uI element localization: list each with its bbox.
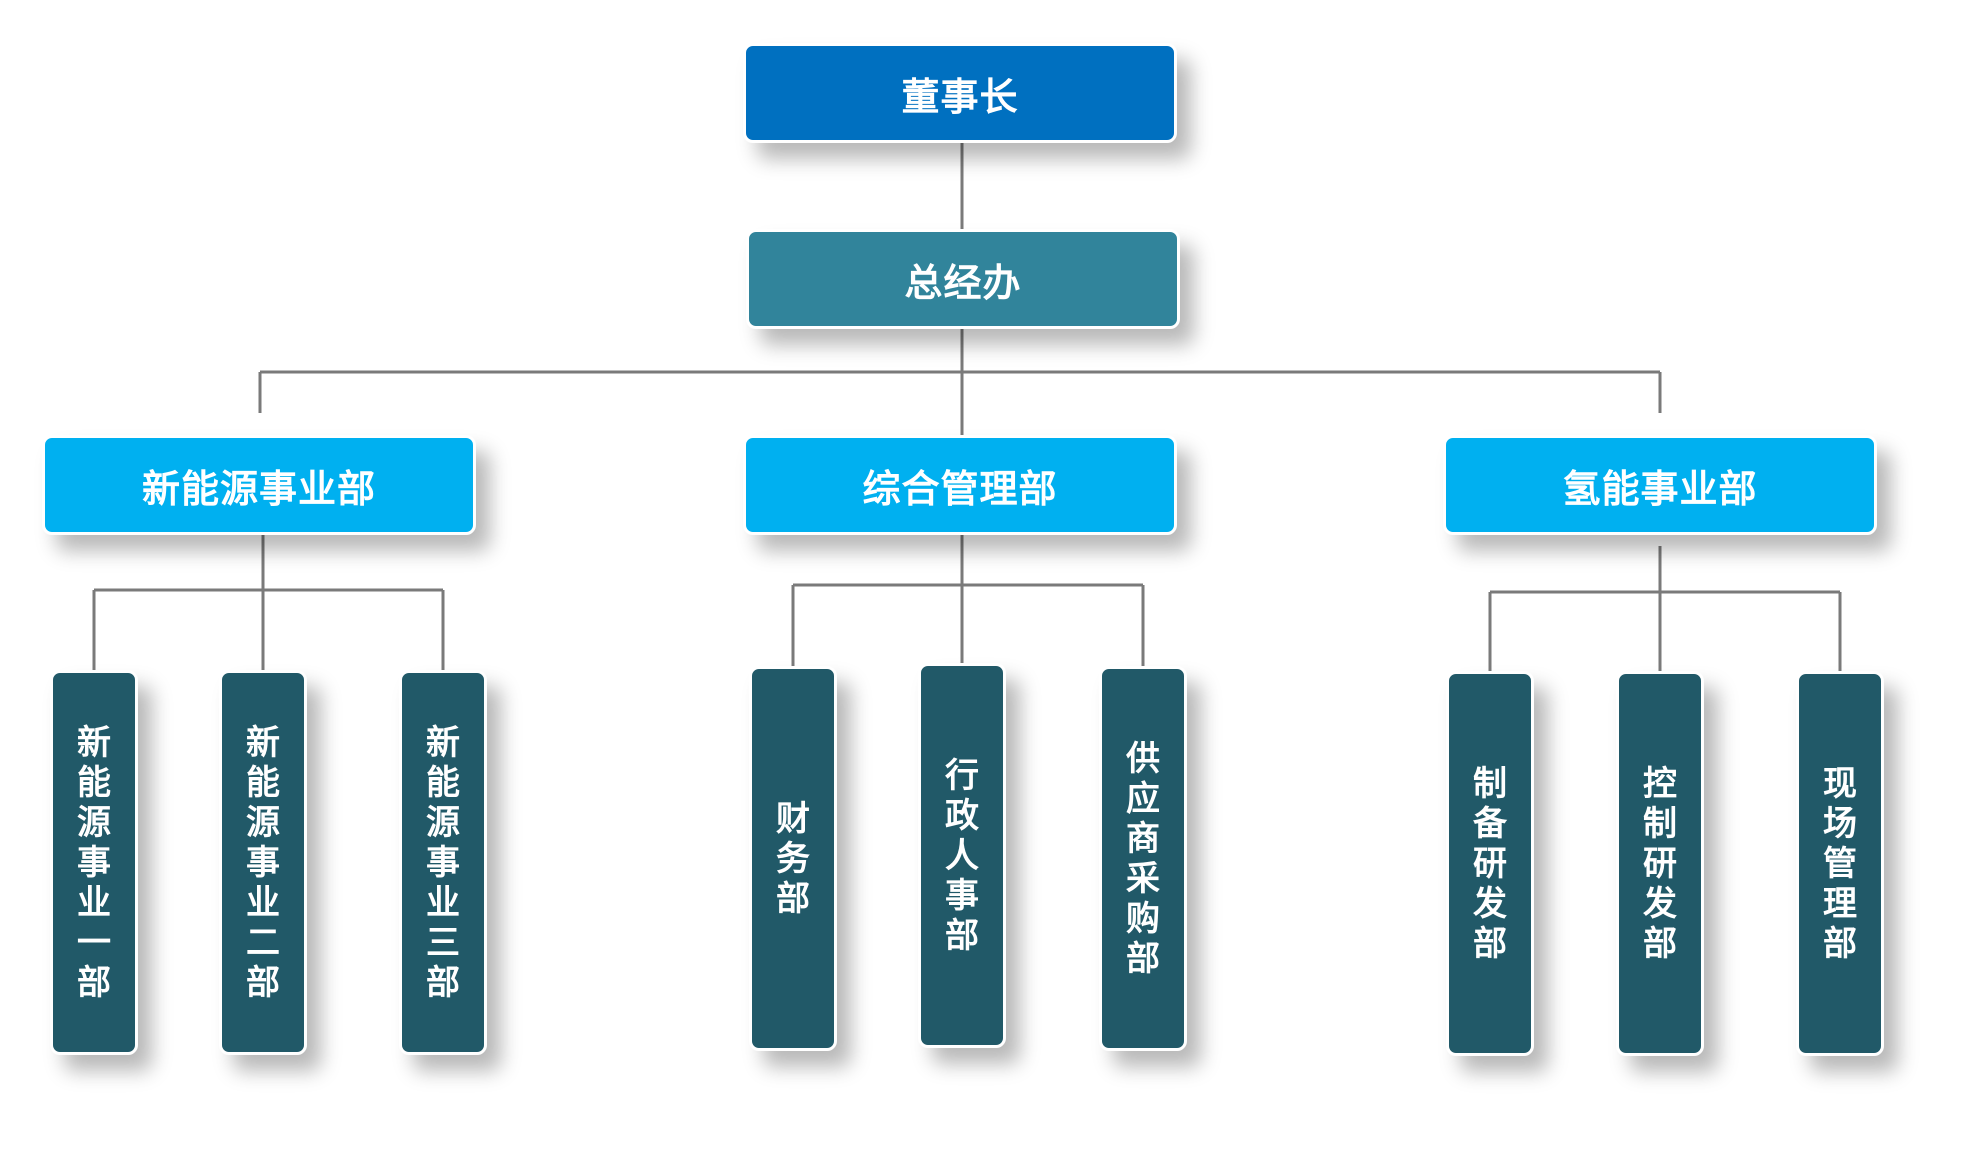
department-new-energy-3-box: 新能源事业三部 [399,670,487,1055]
division-general-management-box: 综合管理部 [743,435,1177,535]
department-label: 新能源事业一部 [77,722,111,1003]
chairman-box: 董事长 [743,43,1177,143]
department-procurement-box: 供应商采购部 [1099,666,1187,1051]
general-office-label: 总经办 [904,260,1022,305]
division-label: 综合管理部 [862,466,1058,511]
division-hydrogen-energy-box: 氢能事业部 [1443,435,1877,535]
department-finance-box: 财务部 [749,666,837,1051]
department-new-energy-2-box: 新能源事业二部 [219,670,307,1055]
department-label: 行政人事部 [945,755,979,956]
chairman-label: 董事长 [901,74,1019,119]
division-label: 新能源事业部 [141,466,376,511]
department-admin-hr-box: 行政人事部 [918,663,1006,1048]
department-label: 控制研发部 [1643,763,1677,964]
department-preparation-rd-box: 制备研发部 [1446,671,1534,1056]
department-label: 现场管理部 [1823,763,1857,964]
department-label: 制备研发部 [1473,763,1507,964]
department-label: 财务部 [776,798,810,919]
department-label: 新能源事业三部 [426,722,460,1003]
department-new-energy-1-box: 新能源事业一部 [50,670,138,1055]
general-office-box: 总经办 [746,229,1180,329]
department-site-management-box: 现场管理部 [1796,671,1884,1056]
department-label: 供应商采购部 [1126,738,1160,979]
department-label: 新能源事业二部 [246,722,280,1003]
department-control-rd-box: 控制研发部 [1616,671,1704,1056]
division-label: 氢能事业部 [1562,466,1758,511]
division-new-energy-box: 新能源事业部 [42,435,476,535]
